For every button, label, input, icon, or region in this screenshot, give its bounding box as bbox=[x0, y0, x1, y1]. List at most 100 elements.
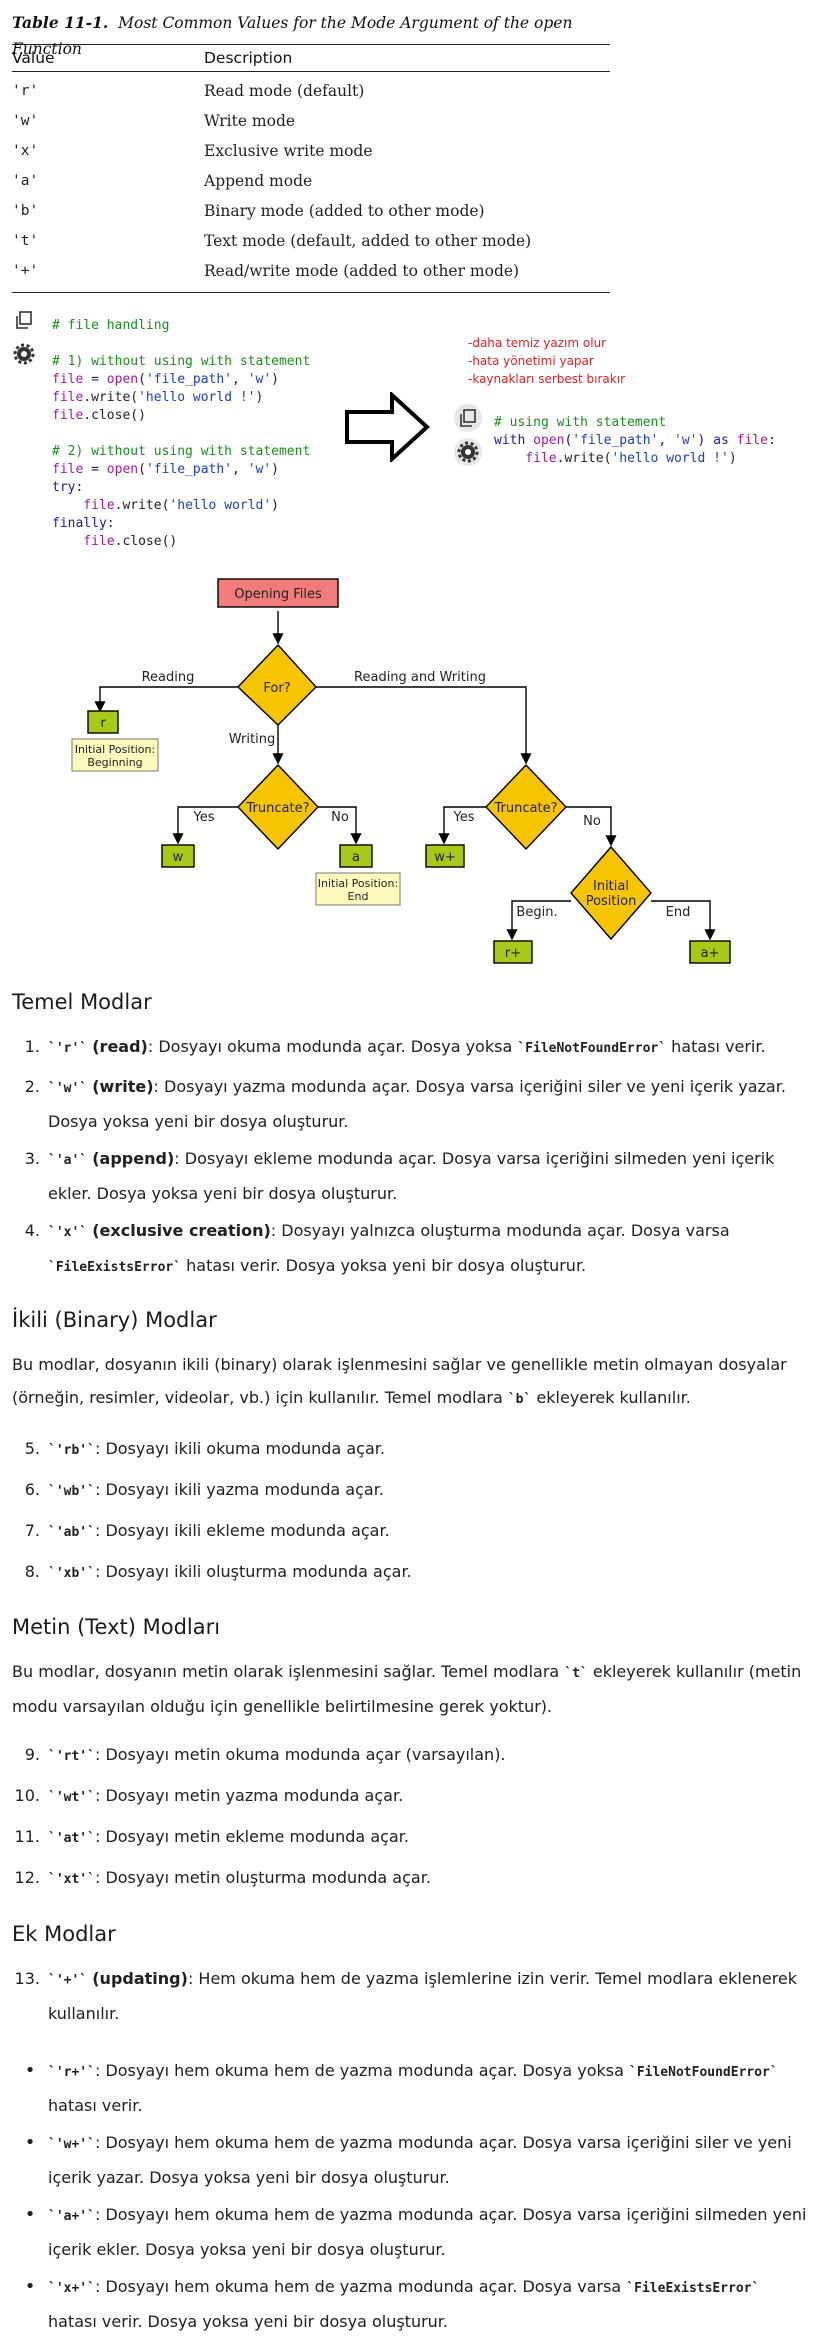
table-cell-value: 'w' bbox=[12, 113, 39, 129]
code-token: open bbox=[106, 462, 139, 477]
code-token: open bbox=[106, 372, 139, 387]
note-initial-beginning-line2: Beginning bbox=[87, 756, 142, 769]
inline-code: `'xb'` bbox=[48, 1566, 95, 1581]
list-text: : Dosyayı hem okuma hem de yazma modunda… bbox=[48, 2133, 792, 2187]
result-r-plus-label: r+ bbox=[505, 946, 521, 961]
inline-code: `'a'` bbox=[48, 1153, 88, 1168]
inline-code: `'+'` bbox=[48, 1973, 88, 1988]
copy-icon[interactable] bbox=[10, 306, 38, 334]
table-row: '+'Read/write mode (added to other mode) bbox=[12, 256, 610, 286]
inline-code: `'ab'` bbox=[48, 1525, 95, 1540]
list-text: : Dosyayı hem okuma hem de yazma modunda… bbox=[48, 2205, 807, 2259]
code-token: = bbox=[83, 372, 107, 387]
code-token: file bbox=[52, 498, 115, 513]
result-a-plus bbox=[689, 940, 731, 964]
code-token: 'file_path' bbox=[572, 433, 659, 448]
table-row: 'r'Read mode (default) bbox=[12, 76, 610, 106]
inline-code: `FileNotFoundError` bbox=[517, 1041, 667, 1056]
code-token: ) bbox=[728, 451, 737, 466]
table-row: 'w'Write mode bbox=[12, 106, 610, 136]
paragraph-text: Bu modlar, dosyanın metin olarak işlenme… bbox=[12, 1662, 565, 1681]
bold-term: (read) bbox=[92, 1037, 148, 1056]
inline-code: `t` bbox=[564, 1666, 588, 1681]
edge-label-no: No bbox=[583, 814, 601, 829]
code-token: 'hello world !' bbox=[138, 390, 256, 405]
code-token: : bbox=[106, 516, 115, 531]
bullet-item: • `'x+'`: Dosyayı hem okuma hem de yazma… bbox=[12, 2270, 812, 2338]
code-token: file bbox=[52, 408, 84, 423]
code-token: file bbox=[52, 372, 84, 387]
list-text: : Dosyayı ikili oluşturma modunda açar. bbox=[94, 1562, 412, 1581]
code-keyword: finally bbox=[52, 516, 107, 531]
list-number: 9. bbox=[24, 1745, 40, 1764]
list-number: 7. bbox=[24, 1521, 40, 1540]
code-comment: # 2) without using with statement bbox=[52, 444, 311, 459]
list-text: : Dosyayı okuma modunda açar. Dosya yoks… bbox=[147, 1037, 518, 1056]
copy-icon[interactable] bbox=[454, 404, 482, 432]
edge-label-begin: Begin. bbox=[516, 905, 557, 920]
note-initial-beginning bbox=[71, 738, 159, 772]
inline-code: `'wb'` bbox=[48, 1484, 95, 1499]
inline-code: `'xt'` bbox=[48, 1872, 95, 1887]
code-comment: # 1) without using with statement bbox=[52, 354, 311, 369]
inline-code: `'at'` bbox=[48, 1831, 95, 1846]
code-token: 'file_path' bbox=[145, 372, 233, 387]
list-text: : Dosyayı hem okuma hem de yazma modunda… bbox=[94, 2061, 629, 2080]
code-token: , bbox=[658, 433, 675, 448]
mode-table: Table 11-1. Most Common Values for the M… bbox=[12, 10, 610, 293]
section-title-temel: Temel Modlar bbox=[12, 990, 152, 1014]
list-item: 5.`'rb'`: Dosyayı ikili okuma modunda aç… bbox=[12, 1432, 812, 1467]
table-row: 'b' Binary mode (added to other mode) bbox=[12, 196, 610, 226]
table-caption-text: Most Common Values for the Mode Argument… bbox=[12, 14, 573, 58]
table-row: 't'Text mode (default, added to other mo… bbox=[12, 226, 610, 256]
code-token: : bbox=[75, 480, 84, 495]
paragraph-text: ekleyerek kullanılır (metin modu varsayı… bbox=[12, 1662, 802, 1716]
inline-code: `'w+'` bbox=[48, 2137, 95, 2152]
list-item: 1. `'r'` (read): Dosyayı okuma modunda a… bbox=[12, 1030, 812, 1065]
table-cell-description: Binary mode (added to other mode) bbox=[204, 202, 485, 220]
notes-list: -daha temiz yazım olur -hata yönetimi ya… bbox=[468, 334, 625, 388]
list-text: : Dosyayı yalnızca oluşturma modunda aça… bbox=[270, 1221, 730, 1240]
code-comment: # file handling bbox=[52, 318, 170, 333]
list-number: 11. bbox=[14, 1827, 40, 1846]
bullet-item: • `'a+'`: Dosyayı hem okuma hem de yazma… bbox=[12, 2198, 812, 2266]
code-token: ( bbox=[138, 372, 146, 387]
note-item: -kaynakları serbest bırakır bbox=[468, 372, 625, 386]
inline-code: `'r'` bbox=[48, 1041, 88, 1056]
decision-for bbox=[237, 643, 317, 726]
code-token: .write( bbox=[83, 390, 139, 405]
code-token: 'hello world' bbox=[169, 498, 272, 513]
list-item: 9.`'rt'`: Dosyayı metin okuma modunda aç… bbox=[12, 1738, 812, 1773]
inline-code: `'w'` bbox=[48, 1081, 88, 1096]
code-token: ( bbox=[138, 462, 146, 477]
code-token: .write( bbox=[556, 451, 612, 466]
code-token: : bbox=[767, 433, 776, 448]
section-intro-text: Bu modlar, dosyanın metin olarak işlenme… bbox=[12, 1655, 812, 1723]
code-token: open bbox=[533, 433, 565, 448]
gear-icon[interactable] bbox=[10, 340, 38, 368]
list-item: 4. `'x'` (exclusive creation): Dosyayı y… bbox=[12, 1214, 812, 1284]
bullet-item: • `'w+'`: Dosyayı hem okuma hem de yazma… bbox=[12, 2126, 812, 2194]
inline-code: `'wt'` bbox=[48, 1790, 95, 1805]
list-item: 10.`'wt'`: Dosyayı metin yazma modunda a… bbox=[12, 1779, 812, 1814]
inline-code: `FileExistsError` bbox=[626, 2281, 760, 2296]
gear-icon[interactable] bbox=[454, 438, 482, 466]
table-cell-value: '+' bbox=[12, 263, 39, 279]
code-token: ) bbox=[271, 372, 279, 387]
start-label: Opening Files bbox=[234, 587, 322, 602]
inline-code: `'x+'` bbox=[48, 2281, 95, 2296]
column-header-value: Value bbox=[12, 49, 55, 67]
list-text: : Dosyayı metin oluşturma modunda açar. bbox=[94, 1868, 431, 1887]
bold-term: (exclusive creation) bbox=[92, 1221, 271, 1240]
result-a bbox=[339, 844, 373, 868]
decision-truncate-left bbox=[237, 763, 319, 851]
code-keyword: as bbox=[713, 433, 729, 448]
code-token: .close() bbox=[114, 534, 178, 549]
table-cell-value: 'b' bbox=[12, 203, 39, 219]
right-arrow-icon bbox=[345, 392, 430, 462]
edge-label-end: End bbox=[666, 905, 691, 920]
result-a-plus-label: a+ bbox=[701, 946, 720, 961]
code-token: .write( bbox=[114, 498, 170, 513]
list-item: 7.`'ab'`: Dosyayı ikili ekleme modunda a… bbox=[12, 1514, 812, 1549]
list-text: : Dosyayı hem okuma hem de yazma modunda… bbox=[94, 2277, 627, 2296]
